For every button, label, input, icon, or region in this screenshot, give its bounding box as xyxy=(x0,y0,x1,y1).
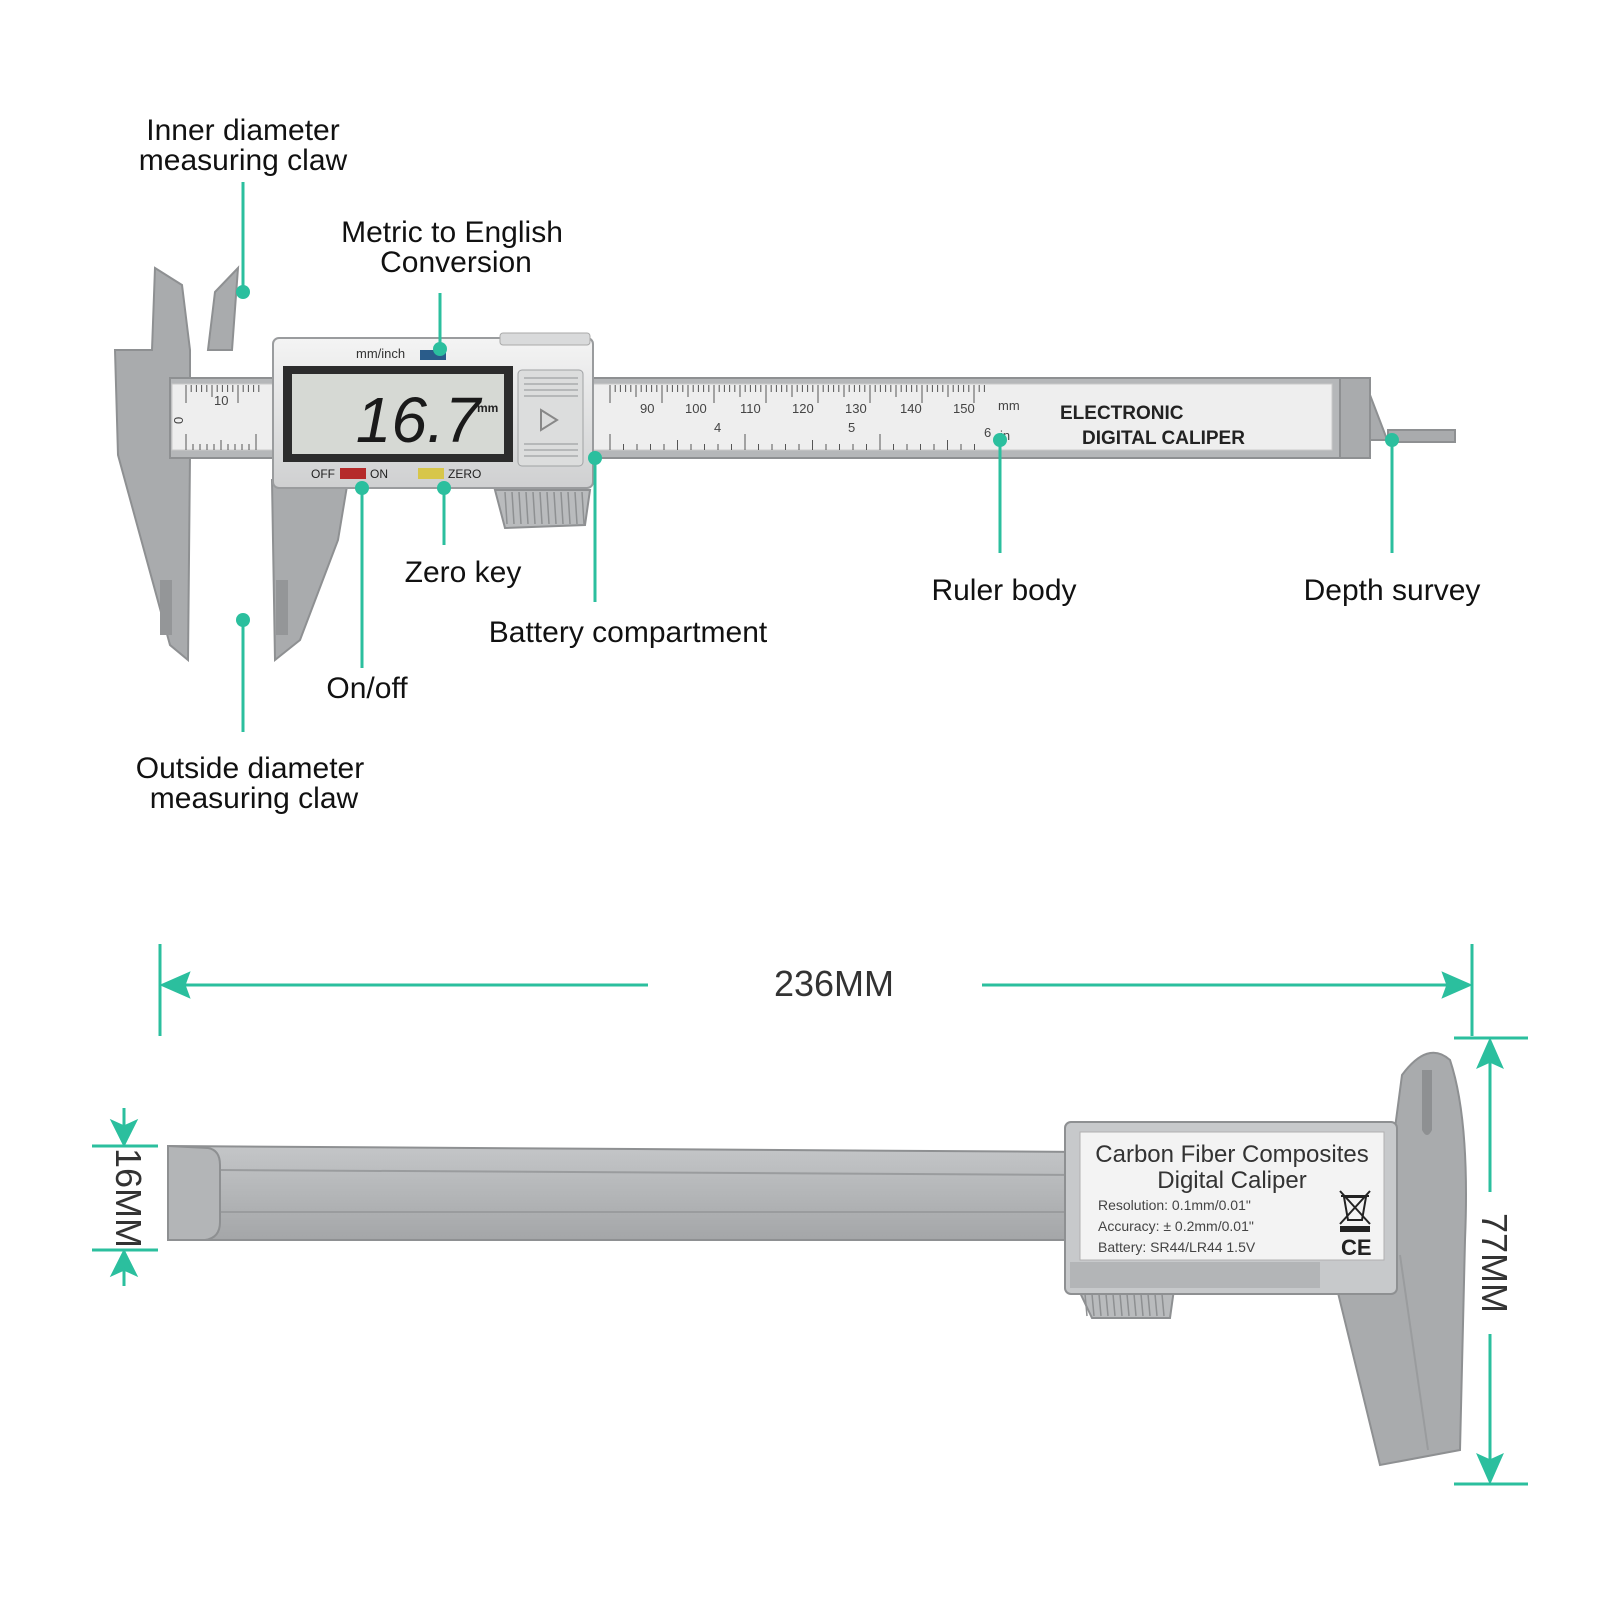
callout-conversion-2: Conversion xyxy=(380,246,532,279)
callouts xyxy=(241,182,1394,732)
battery-cover xyxy=(517,369,584,467)
spec-title-2: Digital Caliper xyxy=(1157,1167,1306,1194)
wheel-rib xyxy=(1119,1293,1123,1317)
wheel-rib xyxy=(1105,1293,1109,1317)
callout-dots xyxy=(236,285,1399,627)
zero-button[interactable] xyxy=(418,468,444,479)
wheel-rib xyxy=(1084,1293,1088,1317)
wheel-rib xyxy=(560,491,564,525)
wheel-rib xyxy=(553,491,557,525)
mm-label-110: 110 xyxy=(740,401,761,416)
on-label: ON xyxy=(370,467,388,481)
wheel-rib xyxy=(567,491,571,525)
callout-battery: Battery compartment xyxy=(489,616,768,649)
inner-claw xyxy=(206,265,240,351)
ruler-ticks xyxy=(185,385,985,450)
mm-inch-button[interactable] xyxy=(420,350,446,360)
wheel-rib xyxy=(1147,1293,1151,1317)
in-label-5: 5 xyxy=(848,420,855,435)
wheel-rib xyxy=(525,491,529,525)
mm-label-140: 140 xyxy=(900,401,922,416)
off-label: OFF xyxy=(311,467,335,481)
spec-label xyxy=(1079,1131,1385,1261)
wheel-rib xyxy=(546,491,550,525)
spec-accuracy: Accuracy: ± 0.2mm/0.01" xyxy=(1098,1218,1254,1234)
wheel-rib xyxy=(574,491,578,525)
callout-inner-claw-2: measuring claw xyxy=(139,144,348,177)
ce-mark-icon: CE xyxy=(1341,1235,1372,1260)
mm-label-130: 130 xyxy=(845,401,867,416)
height-label: 77MM xyxy=(1474,1213,1515,1313)
caliper-back-view: Carbon Fiber Composites Digital Caliper … xyxy=(167,1051,1467,1467)
callout-depth-survey: Depth survey xyxy=(1304,574,1481,607)
wheel-rib xyxy=(1161,1293,1165,1317)
spec-title-1: Carbon Fiber Composites xyxy=(1095,1141,1368,1168)
wheel-rib xyxy=(518,491,522,525)
mm-label-120: 120 xyxy=(792,401,814,416)
lcd-reading: 16.7 xyxy=(356,384,483,456)
callout-outside-claw-1: Outside diameter xyxy=(136,752,364,785)
fixed-jaw xyxy=(113,266,191,663)
back-beam xyxy=(167,1144,1086,1241)
caliper-front-view: 0 10 90 100 110 120 130 140 150 mm 4 5 6… xyxy=(113,265,1456,663)
wheel-rib xyxy=(1154,1293,1158,1317)
wheel-rib xyxy=(539,491,543,525)
lcd-unit: mm xyxy=(477,401,498,415)
brand-line-2: DIGITAL CALIPER xyxy=(1082,428,1245,449)
callout-ruler-body: Ruler body xyxy=(931,574,1076,607)
mm-label-10: 10 xyxy=(214,393,228,408)
width-label: 16MM xyxy=(108,1148,149,1248)
spec-resolution: Resolution: 0.1mm/0.01" xyxy=(1098,1197,1251,1213)
wheel-rib xyxy=(1140,1293,1144,1317)
mm-label-90: 90 xyxy=(640,401,654,416)
wheel-rib xyxy=(1098,1293,1102,1317)
dimension-height xyxy=(1454,1036,1528,1486)
callout-on-off: On/off xyxy=(326,672,408,705)
mm-label-100: 100 xyxy=(685,401,707,416)
callout-outside-claw-2: measuring claw xyxy=(150,782,359,815)
depth-rod xyxy=(1369,394,1456,443)
weee-bin-icon xyxy=(1339,1190,1371,1232)
callout-zero-key: Zero key xyxy=(405,556,522,589)
dimension-width xyxy=(92,1108,158,1286)
lcd-screen xyxy=(292,374,504,454)
brand-line-1: ELECTRONIC xyxy=(1060,403,1184,424)
dimension-length xyxy=(158,944,1474,1036)
wheel-rib xyxy=(1133,1293,1137,1317)
beam-end-cap xyxy=(167,1144,221,1241)
in-label-6: 6 xyxy=(984,425,991,440)
on-off-button[interactable] xyxy=(340,468,366,479)
mode-label: mm/inch xyxy=(356,346,405,361)
wheel-rib xyxy=(511,491,515,525)
wheel-rib xyxy=(532,491,536,525)
zero-label: ZERO xyxy=(448,467,481,481)
wheel-rib xyxy=(504,491,508,525)
wheel-rib xyxy=(581,491,585,525)
mm-label-0: 0 xyxy=(171,417,186,424)
play-arrow-icon xyxy=(540,408,559,432)
mm-label-150: 150 xyxy=(953,401,975,416)
wheel-rib xyxy=(1126,1293,1130,1317)
callout-inner-claw-1: Inner diameter xyxy=(146,114,339,147)
in-label-4: 4 xyxy=(714,420,721,435)
spec-battery: Battery: SR44/LR44 1.5V xyxy=(1098,1239,1256,1255)
length-label: 236MM xyxy=(774,963,894,1004)
callout-conversion-1: Metric to English xyxy=(341,216,563,249)
wheel-rib xyxy=(1112,1293,1116,1317)
mm-unit: mm xyxy=(998,398,1020,413)
wheel-rib xyxy=(1091,1293,1095,1317)
